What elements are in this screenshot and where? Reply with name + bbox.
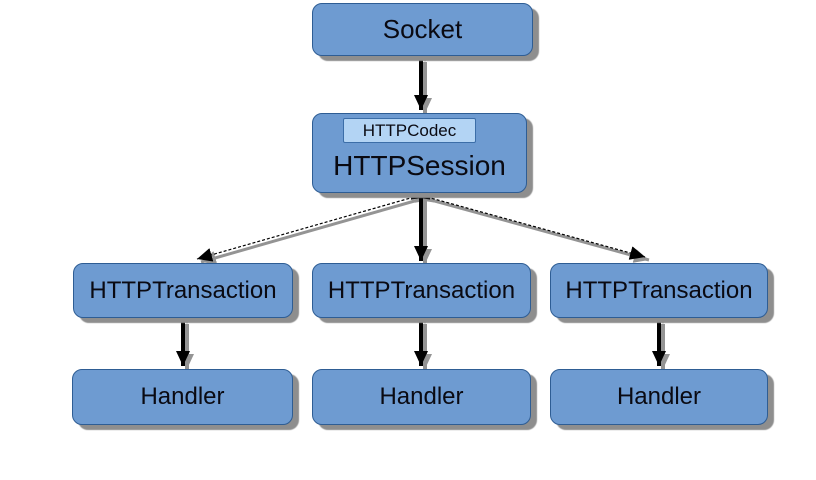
node-socket-label: Socket [382,14,463,44]
node-httpsession-label: HTTPSession [333,150,506,181]
node-handler-2: Handler [312,369,531,425]
connector-session-transaction3 [410,186,646,260]
node-httptransaction-1: HTTPTransaction [73,263,293,318]
connector-session-transaction1 [196,186,431,262]
node-httptransaction-1-label: HTTPTransaction [89,276,277,304]
node-socket: Socket [312,3,533,56]
connector-shadows [180,47,670,369]
node-httpcodec-label: HTTPCodec [362,120,457,140]
node-handler-3-label: Handler [616,383,702,410]
node-httpcodec: HTTPCodec [343,118,476,143]
node-httptransaction-2-label: HTTPTransaction [327,276,516,304]
node-handler-2-label: Handler [379,383,464,410]
node-httptransaction-2: HTTPTransaction [312,263,531,318]
node-httpsession: HTTPCodec HTTPSession [312,113,527,193]
node-handler-3: Handler [550,369,768,425]
node-httptransaction-3: HTTPTransaction [550,263,768,318]
node-httptransaction-3-label: HTTPTransaction [565,276,753,304]
node-handler-1-label: Handler [140,383,225,410]
node-handler-1: Handler [72,369,293,425]
